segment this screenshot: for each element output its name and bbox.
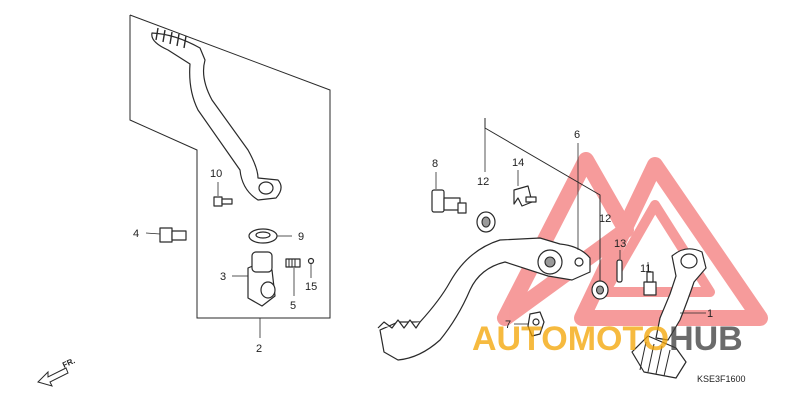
callout-15: 15 xyxy=(305,281,317,293)
bolt-10 xyxy=(213,196,233,207)
footpeg-1 xyxy=(631,248,707,379)
front-direction-arrow-icon xyxy=(37,367,69,387)
callout-6: 6 xyxy=(574,129,580,141)
direction-label: FR. xyxy=(61,356,76,370)
callout-2: 2 xyxy=(256,343,262,355)
spring-7 xyxy=(527,311,545,337)
callout-10: 10 xyxy=(210,168,222,180)
callout-12-left: 12 xyxy=(477,176,489,188)
ball-15 xyxy=(307,257,315,265)
callout-7: 7 xyxy=(505,319,511,331)
callout-5: 5 xyxy=(290,300,296,312)
callout-1: 1 xyxy=(707,308,713,320)
callout-9: 9 xyxy=(298,231,304,243)
brake-pedal xyxy=(377,237,591,361)
callout-8: 8 xyxy=(432,158,438,170)
diagram-code: KSE3F1600 xyxy=(697,374,746,384)
callout-14: 14 xyxy=(512,157,524,169)
callout-11: 11 xyxy=(640,263,651,275)
callout-13: 13 xyxy=(614,238,626,250)
callout-4: 4 xyxy=(133,228,139,240)
bushing-12-right xyxy=(591,280,609,300)
watermark-part2: HUB xyxy=(669,320,743,358)
spindle-3 xyxy=(247,251,276,307)
pivot-bolt-8 xyxy=(431,189,467,214)
bolt-11 xyxy=(643,271,657,296)
spring-5 xyxy=(285,258,301,268)
bolt-4 xyxy=(159,227,187,243)
watermark-part1: AUTOMOTO xyxy=(472,320,669,358)
clip-14 xyxy=(513,185,537,207)
callout-3: 3 xyxy=(220,271,226,283)
callout-12-right: 12 xyxy=(599,213,611,225)
kick-arm xyxy=(151,27,282,201)
kick-starter-frame xyxy=(129,14,331,319)
cotter-pin-13 xyxy=(616,259,623,283)
watermark-text: AUTOMOTOHUB xyxy=(472,320,743,358)
brake-pedal-frame xyxy=(484,118,601,285)
seal-9 xyxy=(248,228,278,244)
bushing-12-left xyxy=(476,211,496,233)
